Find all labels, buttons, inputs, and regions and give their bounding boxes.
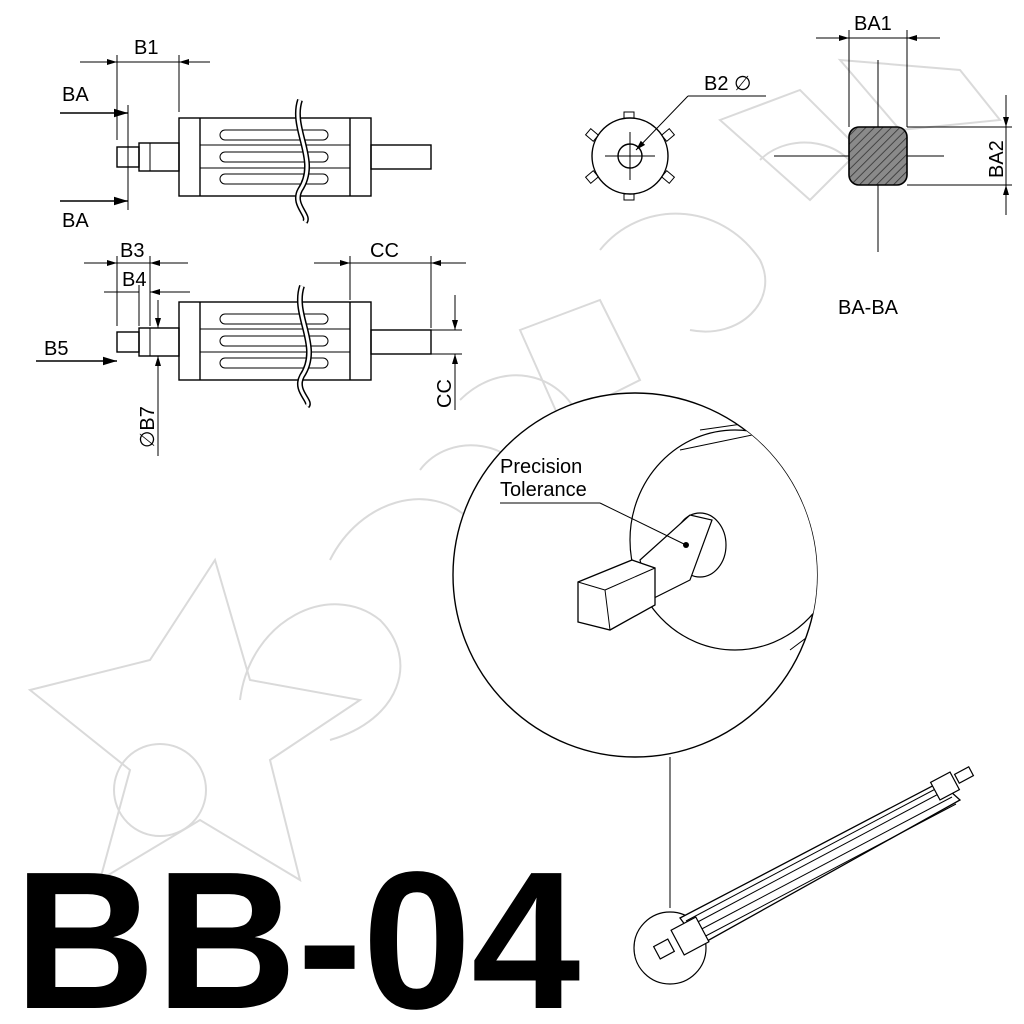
end-view: B2 ∅ — [584, 73, 766, 201]
dim-b1: B1 — [134, 37, 158, 59]
detail-magnifier: Precision Tolerance — [452, 392, 818, 908]
dim-ba-top: BA — [62, 84, 89, 106]
callout-line1: Precision — [500, 456, 582, 478]
side-view-top — [116, 99, 432, 224]
side-view-bottom — [116, 285, 432, 409]
dim-ba2: BA2 — [986, 140, 1008, 178]
top-view-dimensions: B1 BA BA — [60, 37, 210, 232]
callout-line2: Tolerance — [500, 479, 587, 501]
dim-b7: ∅B7 — [137, 406, 159, 448]
dim-b2: B2 ∅ — [704, 73, 751, 95]
dim-cc-side: CC — [434, 379, 456, 408]
dim-b4: B4 — [122, 269, 146, 291]
section-view: BA1 BA2 BA-BA — [774, 13, 1012, 319]
section-label: BA-BA — [838, 297, 899, 319]
dim-cc-top: CC — [370, 240, 399, 262]
dim-b5: B5 — [44, 338, 68, 360]
dim-b3: B3 — [120, 240, 144, 262]
part-number: BB-04 — [14, 831, 580, 1024]
bottom-view-dimensions: B3 B4 B5 ∅B7 CC CC — [36, 240, 466, 456]
isometric-roller — [633, 766, 975, 985]
dim-ba1: BA1 — [854, 13, 892, 35]
dim-ba-bottom: BA — [62, 210, 89, 232]
